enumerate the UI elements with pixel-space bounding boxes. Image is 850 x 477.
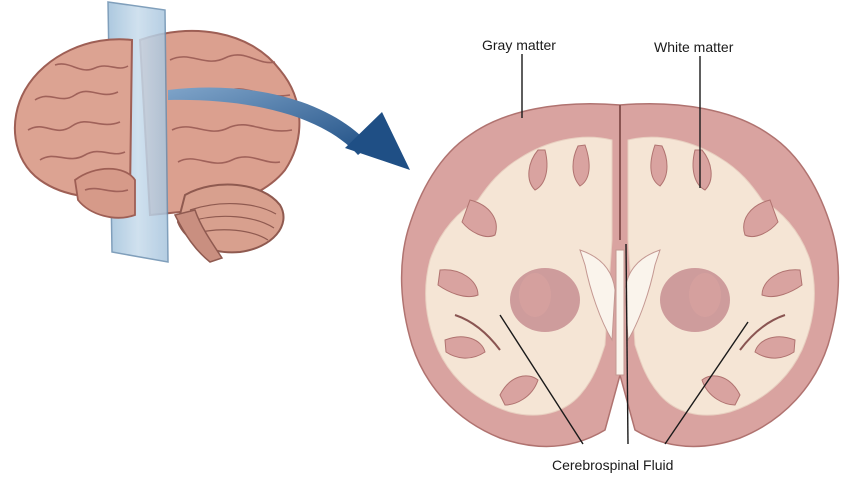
leader-csf-left <box>499 314 584 445</box>
coronal-section <box>400 103 840 448</box>
white-matter-label: White matter <box>654 39 734 55</box>
leader-lines <box>499 54 749 445</box>
third-ventricle <box>615 249 625 376</box>
gray-matter-label: Gray matter <box>482 37 556 53</box>
brainstem <box>173 209 224 263</box>
whole-brain-illustration <box>13 1 301 263</box>
pointer-arrow <box>168 87 410 170</box>
csf-label: Cerebrospinal Fluid <box>552 457 674 473</box>
sylvian-fissure-left <box>454 314 501 351</box>
sylvian-fissure-right <box>739 314 786 351</box>
temporal-lobe <box>74 167 136 219</box>
leader-csf-center <box>625 243 629 445</box>
leader-csf-right <box>664 321 749 445</box>
lateral-ventricle-right <box>624 249 661 342</box>
lateral-ventricle-left <box>579 249 616 342</box>
